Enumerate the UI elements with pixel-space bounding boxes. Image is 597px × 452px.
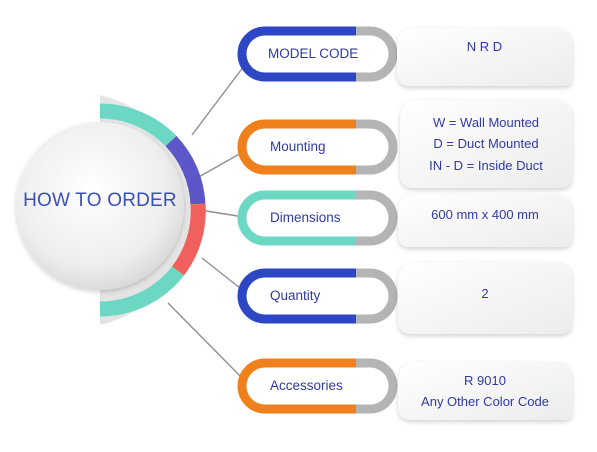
label-pills [237,26,398,414]
pill-mounting [237,119,398,175]
info-box-mounting: W = Wall Mounted D = Duct Mounted IN - D… [400,104,572,184]
pill-label-accessories: Accessories [270,378,343,393]
pill-label-dimensions: Dimensions [270,210,341,225]
ring-segment-purple [165,135,206,205]
ring-segment-teal-top [99,103,177,147]
info-box-model-code: N R D [397,28,572,66]
info-value: N R D [466,39,503,55]
info-box-accessories: R 9010 Any Other Color Code [398,362,572,420]
ring-segment-teal-bottom [99,266,184,317]
info-box-quantity: 2 [398,274,572,314]
pill-dimensions [237,190,398,246]
pill-quantity [237,268,398,324]
info-box-shape-2 [400,100,572,188]
connector-line-5 [167,302,251,387]
pill-accessories [237,358,398,414]
pill-label-quantity: Quantity [270,288,321,303]
info-value: R 9010 [464,372,506,388]
info-boxes [397,28,572,420]
hub-title: HOW TO ORDER [23,190,177,211]
pill-label-model-code: MODEL CODE [268,46,359,61]
info-value: D = Duct Mounted [433,136,539,152]
info-value: 2 [481,286,489,302]
info-value: Any Other Color Code [421,394,549,409]
info-box-dimensions: 600 mm x 400 mm [398,200,572,230]
hub-circle [16,122,184,290]
info-box-shape-4 [398,262,572,334]
pill-label-mounting: Mounting [270,139,326,154]
hub-ring [99,103,206,317]
info-value: 600 mm x 400 mm [431,207,539,223]
info-box-shape-5 [398,362,572,420]
ring-segment-red [171,203,206,276]
pill-model-code [237,26,398,82]
info-value: W = Wall Mounted [432,114,540,130]
connector-line-1 [191,57,251,136]
info-value: IN - D = Inside Duct [429,157,543,173]
info-box-shape-1 [397,28,572,86]
info-box-shape-3 [398,195,572,247]
